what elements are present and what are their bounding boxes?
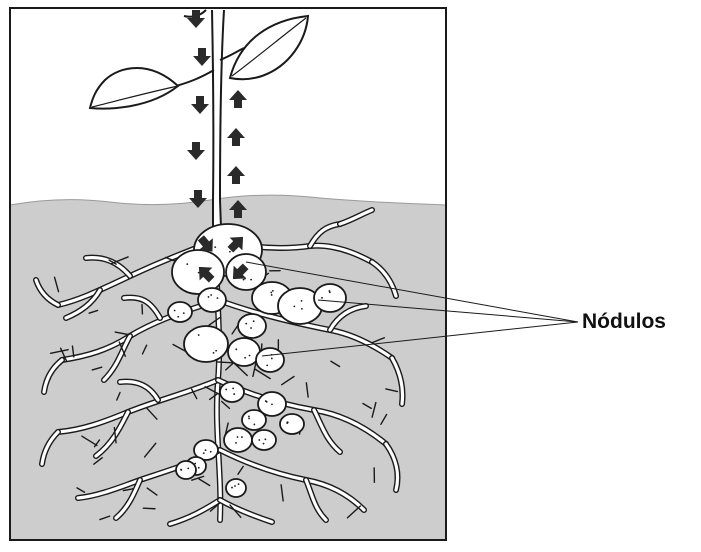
nodule-12-dot-2 [271,358,273,360]
nodule-21-dot-3 [234,485,236,487]
nodule-9 [238,314,266,338]
nodule-17-dot-3 [210,451,212,453]
nodule-2 [172,250,224,294]
nodule-21-dot-2 [238,483,240,485]
nodule-7-dot-2 [301,300,303,302]
nodules-label: Nódulos [582,310,666,334]
nodule-4 [198,288,226,312]
nodule-22-dot-3 [180,469,182,471]
nodule-3-dot-2 [250,279,252,281]
nodule-1-dot-2 [214,246,216,248]
nodule-18 [224,428,252,452]
nodule-22-dot-2 [187,467,189,469]
nodule-10-dot-2 [198,334,200,336]
nodule-15-dot-3 [248,416,250,418]
nodule-21 [226,479,246,497]
nodule-16 [280,414,304,434]
nodule-4-dot-1 [210,294,212,296]
nodule-8-dot-2 [321,297,323,299]
nodule-13-dot-2 [233,393,235,395]
nodule-17-dot-2 [205,449,207,451]
nodule-19-dot-1 [264,438,266,440]
nodule-2-dot-3 [186,263,188,265]
nodule-13-dot-3 [225,389,227,391]
nodule-4-dot-3 [208,296,210,298]
nodule-9-dot-1 [253,320,255,322]
nodule-11-dot-2 [244,357,246,359]
nodule-8-dot-3 [328,290,330,292]
nodule-18-dot-3 [241,436,243,438]
nodule-19-dot-3 [258,439,260,441]
nodule-18-dot-2 [237,436,239,438]
nodule-15-dot-1 [253,424,255,426]
nodule-12-dot-3 [266,364,268,366]
root-hair-23 [143,508,155,509]
nodule-10-dot-3 [213,352,215,354]
nodule-7-dot-3 [301,308,303,310]
nodule-20-dot-2 [198,467,200,469]
nodule-11 [228,338,260,366]
nodule-5-dot-3 [183,312,185,314]
nodule-5 [168,302,192,322]
nodule-19-dot-2 [263,443,265,445]
nodule-21-dot-1 [231,487,233,489]
nodule-18-dot-1 [235,442,237,444]
nodule-10 [184,326,228,362]
nodule-13 [220,382,244,402]
nodule-16-dot-3 [286,422,288,424]
nodule-10-dot-1 [215,350,217,352]
nodule-22 [176,461,196,479]
nodule-7-dot-1 [293,305,295,307]
nodule-12 [256,348,284,372]
nodule-17-dot-1 [203,452,205,454]
nodule-11-dot-3 [235,348,237,350]
nodule-15-dot-2 [248,418,250,420]
nodule-13-dot-1 [232,388,234,390]
nodule-15 [242,410,266,430]
nodule-11-dot-1 [249,355,251,357]
nodule-6-dot-2 [270,292,272,294]
nodule-14-dot-2 [265,400,267,402]
nodule-6-dot-3 [271,294,273,296]
nodule-5-dot-1 [174,310,176,312]
nodule-3-dot-1 [243,279,245,281]
nodule-5-dot-2 [177,316,179,318]
nodule-9-dot-2 [245,323,247,325]
nodule-19 [252,430,276,450]
nodule-1-dot-1 [229,251,231,253]
nodule-9-dot-3 [250,327,252,329]
nodule-6-dot-1 [272,290,274,292]
nodule-4-dot-2 [217,297,219,299]
nodule-8 [314,284,346,312]
root-hair-35 [217,362,233,363]
nodule-14-dot-3 [271,403,273,405]
